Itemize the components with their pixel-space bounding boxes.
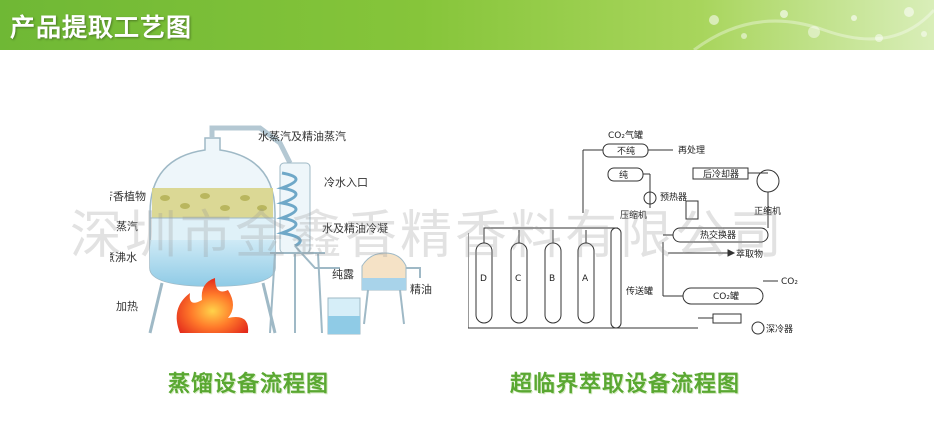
label-co2-in: CO₂ (781, 277, 798, 287)
label-essential-oil: 精油 (410, 282, 432, 296)
supercritical-caption: 超临界萃取设备流程图 (510, 372, 741, 397)
label-aromatic-plant: 芳香植物 (110, 189, 146, 203)
label-steam-oil-vapor: 水蒸汽及精油蒸汽 (258, 129, 346, 143)
label-column-d: D (480, 274, 487, 284)
still-legs (148, 282, 277, 334)
label-impure: 不纯 (617, 145, 635, 157)
label-column-b: B (549, 274, 555, 284)
header-banner: 产品提取工艺图 (0, 0, 934, 50)
fire-icon (176, 278, 249, 333)
label-after-cooler: 后冷却器 (703, 168, 739, 180)
page-title: 产品提取工艺图 (10, 13, 193, 42)
label-heat-exchanger: 热交换器 (700, 229, 736, 241)
distillation-diagram: 水蒸汽及精油蒸汽 芳香植物 蒸汽 煮沸水 加热 冷水入口 水及精油冷凝 纯露 精… (110, 125, 432, 335)
label-transfer-tank: 传送罐 (626, 285, 653, 297)
supercritical-diagram: CO₂气罐 不纯 再处理 纯 压缩机 预热器 后冷却器 正缩机 热交换器 萃取物… (468, 129, 798, 335)
pump-icon (751, 321, 765, 335)
label-cold-water-inlet: 冷水入口 (324, 176, 368, 189)
label-pure: 纯 (619, 169, 628, 181)
label-water-oil-condensate: 水及精油冷凝 (322, 221, 388, 235)
label-column-c: C (515, 274, 521, 284)
label-extract: 萃取物 (736, 248, 763, 260)
label-heating: 加热 (116, 300, 138, 313)
company-watermark: 深圳市金鑫香精香料有限公司 (70, 206, 786, 266)
compressor-icon (643, 191, 657, 205)
label-hydrosol: 纯露 (332, 268, 354, 281)
vapor-pipe (209, 125, 293, 165)
still-vessel (149, 137, 276, 287)
label-co2-tank: CO₂气罐 (608, 129, 643, 141)
condenser-stand (269, 252, 325, 334)
label-boiling-water: 煮沸水 (110, 251, 137, 264)
label-preheater: 预热器 (660, 191, 687, 203)
label-column-a: A (582, 274, 589, 284)
label-reprocess: 再处理 (678, 144, 705, 156)
label-steam: 蒸汽 (116, 219, 138, 233)
label-co2-vessel: CO₂罐 (713, 290, 739, 302)
label-compressor: 压缩机 (620, 209, 647, 221)
distillation-caption: 蒸馏设备流程图 (168, 372, 330, 397)
hydrosol-beaker (294, 245, 361, 335)
label-deep-cooler: 深冷器 (766, 323, 793, 335)
oil-separator (361, 252, 421, 325)
label-positive-compressor: 正缩机 (754, 205, 781, 217)
water-drops-decoration (693, 7, 934, 50)
